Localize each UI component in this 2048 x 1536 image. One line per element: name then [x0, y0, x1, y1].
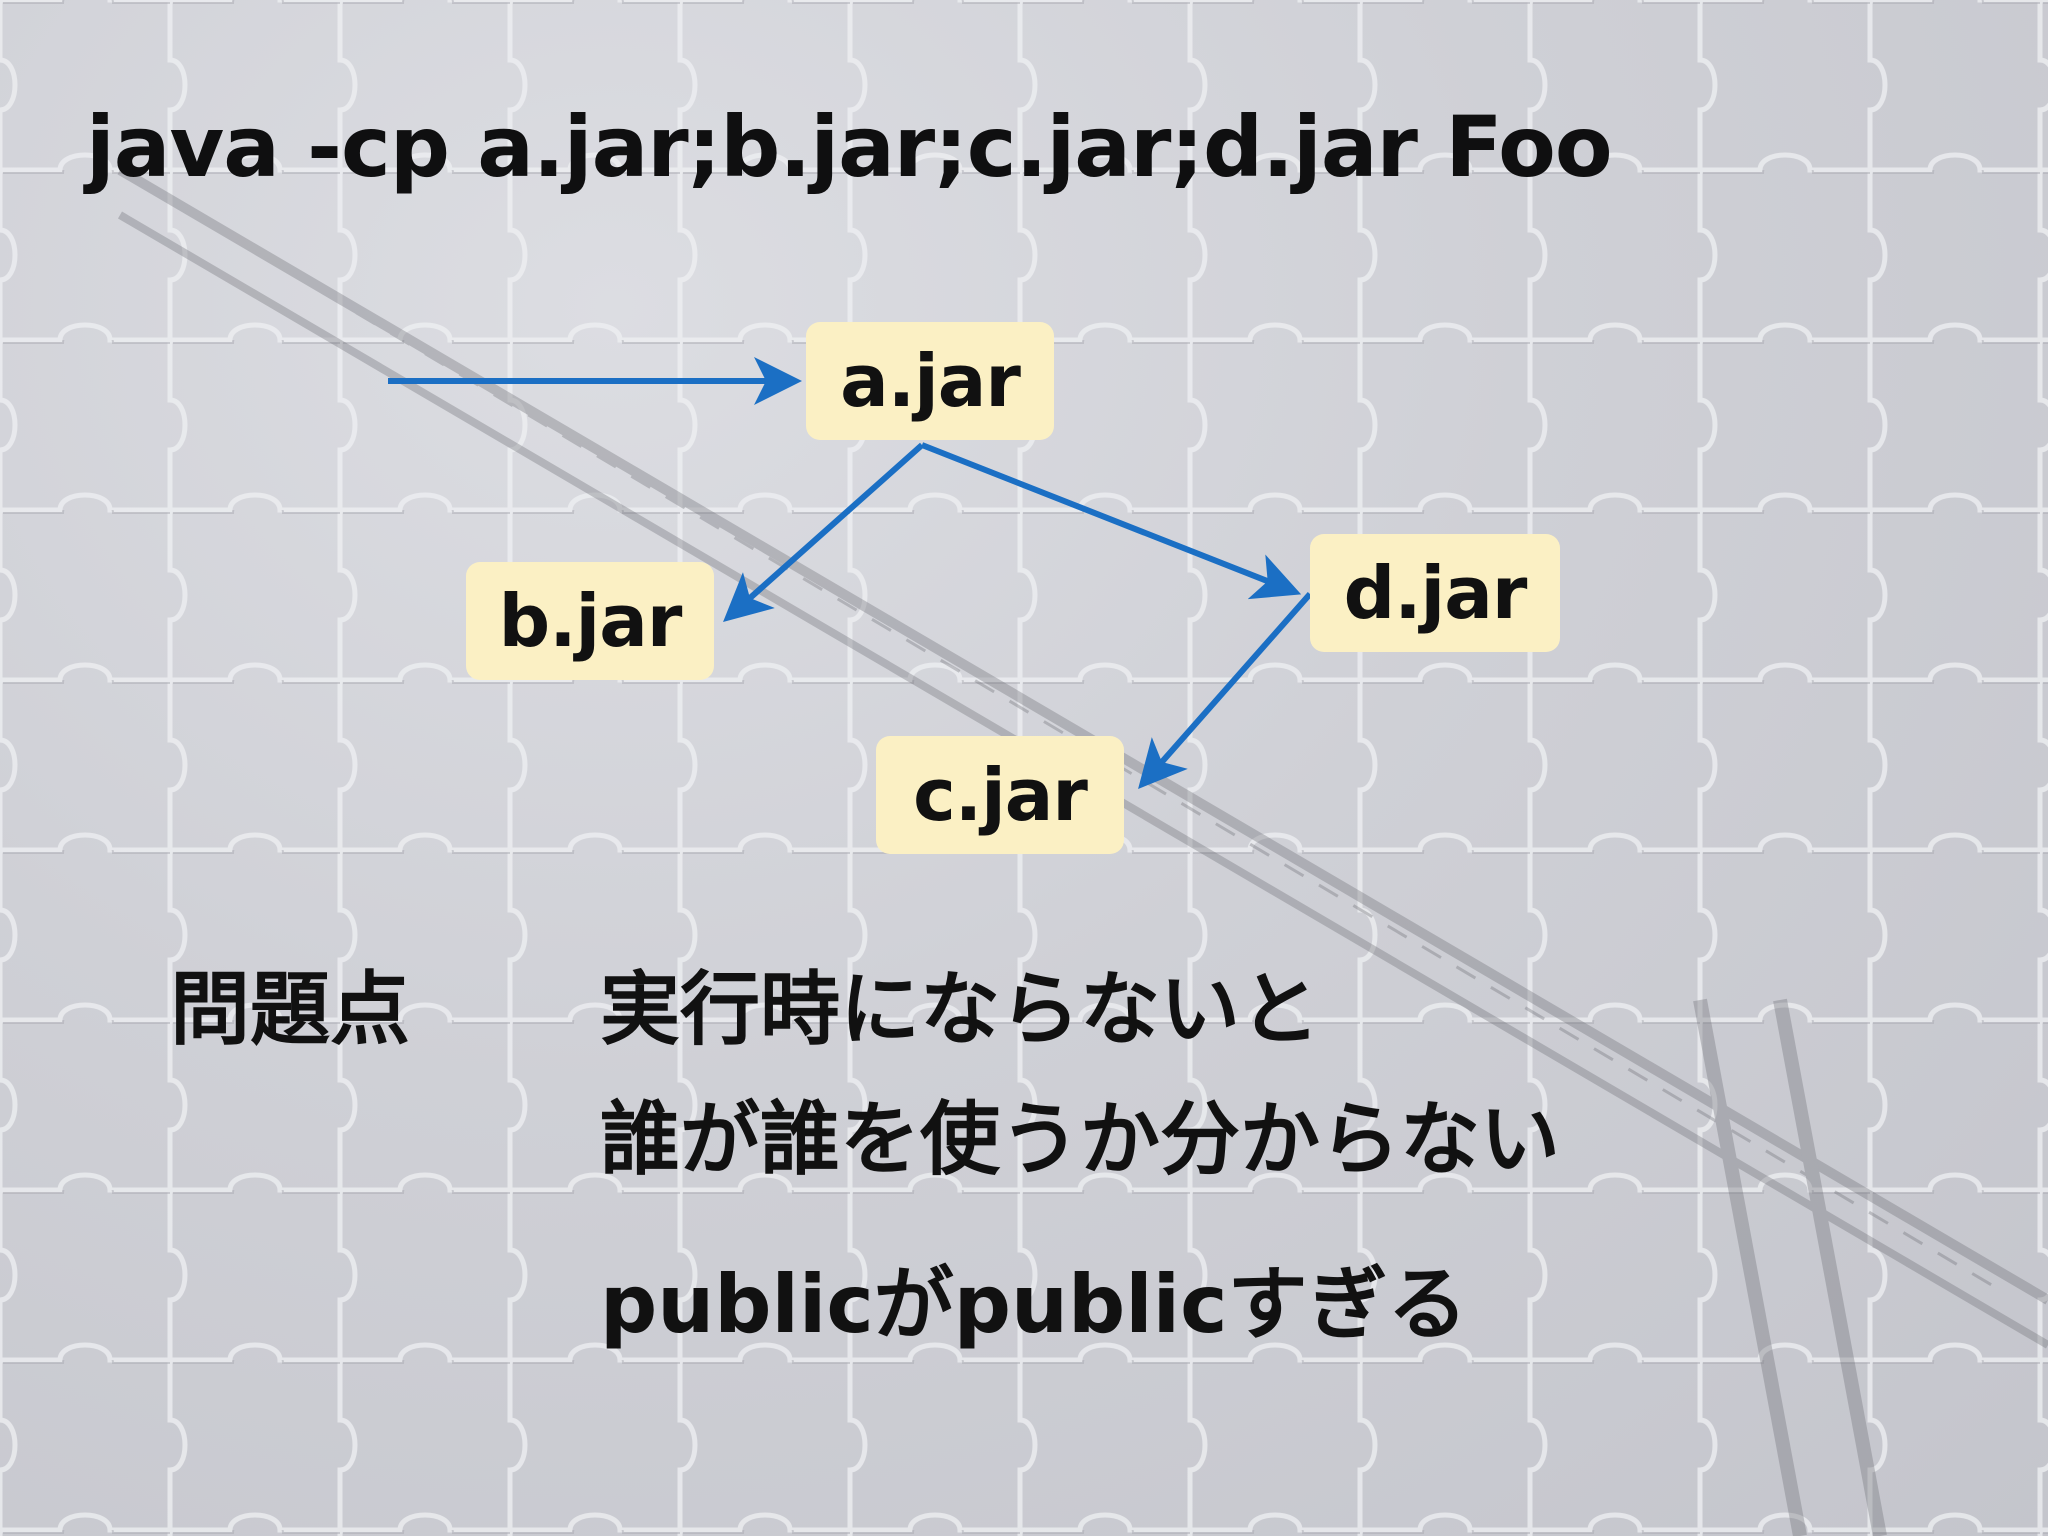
problem-line-2: 誰が誰を使うか分からない: [600, 1093, 1560, 1186]
problem-line-1: 実行時にならないと: [600, 963, 1320, 1056]
arrow-a-to-d: [920, 442, 1302, 600]
problem-line-3: publicがpublicすぎる: [600, 1258, 1468, 1351]
java-command: java -cp a.jar;b.jar;c.jar;d.jar Foo: [86, 98, 1613, 196]
node-b-jar: b.jar: [466, 562, 714, 680]
problem-label: 問題点: [170, 963, 410, 1056]
crane-silhouette: [117, 165, 2048, 1536]
arrow-a-to-b: [723, 442, 924, 622]
node-c-jar: c.jar: [876, 736, 1124, 854]
arrow-d-to-c: [1138, 592, 1313, 790]
node-a-jar: a.jar: [806, 322, 1054, 440]
node-d-jar: d.jar: [1310, 534, 1560, 652]
